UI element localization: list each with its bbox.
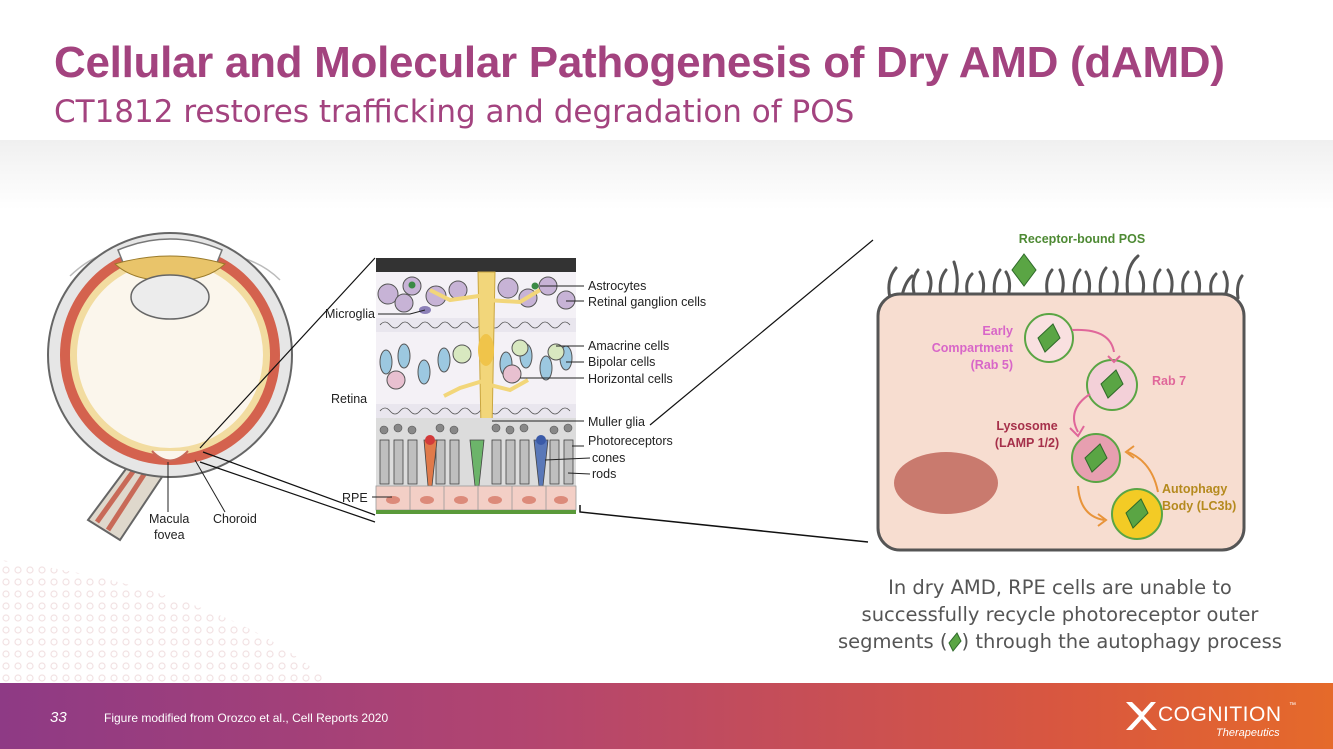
slide-title: Cellular and Molecular Pathogenesis of D… [54, 38, 1225, 87]
choroid-label: Choroid [213, 512, 257, 526]
retina-label: Retina [331, 392, 367, 406]
microglia-label: Microglia [325, 307, 375, 321]
horizontal-cells-label: Horizontal cells [588, 372, 673, 386]
footer-bar: 33 Figure modified from Orozco et al., C… [0, 683, 1333, 749]
slide-subtitle: CT1812 restores trafficking and degradat… [54, 94, 855, 130]
logo-trademark: ™ [1289, 702, 1296, 709]
caption-line-3a: segments ( [838, 630, 948, 653]
caption-line-3: segments ( ) through the autophagy proces… [835, 628, 1285, 655]
photoreceptors-label: Photoreceptors [588, 434, 673, 448]
caption-line-1: In dry AMD, RPE cells are unable to [888, 576, 1232, 599]
lysosome-label-2: (LAMP 1/2) [995, 436, 1059, 450]
logo-subtitle: Therapeutics [1216, 727, 1280, 739]
page-number: 33 [50, 709, 67, 726]
muller-glia-label: Muller glia [588, 415, 645, 429]
rods-label: rods [592, 467, 616, 481]
figure-caption: In dry AMD, RPE cells are unable to succ… [835, 574, 1285, 655]
cognition-logo: COGNITION ™ Therapeutics [1124, 697, 1296, 741]
logo-wordmark: COGNITION [1158, 703, 1282, 726]
caption-line-2: successfully recycle photoreceptor outer [861, 603, 1259, 626]
astrocytes-label: Astrocytes [588, 279, 646, 293]
retina-cross-section [375, 258, 577, 514]
cognition-x-icon [1126, 702, 1157, 730]
cones-label: cones [592, 451, 625, 465]
autophagy-label-2: Body (LC3b) [1162, 499, 1236, 513]
receptor-bound-pos-label: Receptor-bound POS [1019, 232, 1145, 246]
early-compartment-label-3: (Rab 5) [971, 358, 1013, 372]
ganglion-cells-label: Retinal ganglion cells [588, 295, 706, 309]
figure-citation: Figure modified from Orozco et al., Cell… [104, 711, 389, 725]
eye-diagram [47, 232, 293, 542]
header-shade-band [0, 140, 1333, 210]
lysosome-label-1: Lysosome [996, 419, 1057, 433]
rpe-label: RPE [342, 491, 368, 505]
rpe-cell-diagram [876, 253, 1246, 552]
macula-label: Macula [149, 512, 189, 526]
pos-gem-icon [947, 632, 962, 652]
fovea-label: fovea [154, 528, 185, 542]
bipolar-cells-label: Bipolar cells [588, 355, 655, 369]
caption-line-3b: ) through the autophagy process [961, 630, 1282, 653]
rab7-label: Rab 7 [1152, 374, 1186, 388]
amacrine-cells-label: Amacrine cells [588, 339, 669, 353]
autophagy-label-1: Autophagy [1162, 482, 1227, 496]
early-compartment-label-2: Compartment [932, 341, 1014, 355]
dot-pattern-decoration [0, 560, 330, 683]
early-compartment-label-1: Early [982, 324, 1013, 338]
